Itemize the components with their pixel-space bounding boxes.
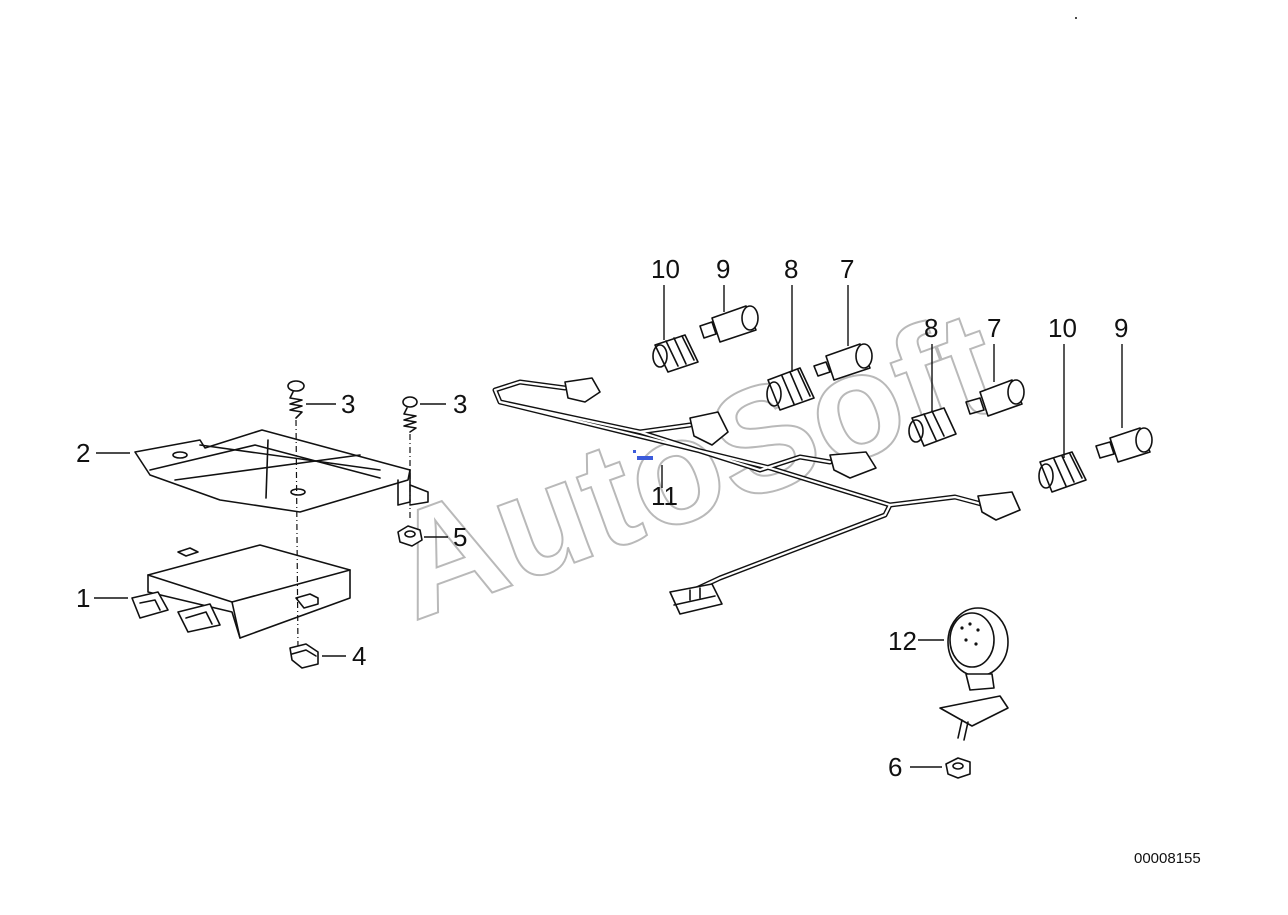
part-3-screw-right bbox=[402, 396, 418, 520]
callout-7-b: 7 bbox=[987, 313, 1001, 343]
part-8-spring-b bbox=[908, 407, 957, 447]
callout-8-a: 8 bbox=[784, 254, 798, 284]
callout-1: 1 bbox=[76, 583, 90, 613]
callout-3-right: 3 bbox=[453, 389, 467, 419]
callout-9-b: 9 bbox=[1114, 313, 1128, 343]
part-7-sensor-a bbox=[813, 343, 873, 381]
document-number: 00008155 bbox=[1134, 850, 1201, 867]
part-9-sensor-a bbox=[699, 305, 759, 343]
part-3-screw-left bbox=[287, 380, 305, 651]
part-10-spring-a bbox=[652, 334, 699, 373]
leader-lines bbox=[94, 285, 1123, 768]
callout-3-left: 3 bbox=[341, 389, 355, 419]
part-6-nut bbox=[945, 757, 971, 779]
part-7-sensor-b bbox=[965, 379, 1025, 417]
callout-6: 6 bbox=[888, 752, 902, 782]
callout-7-a: 7 bbox=[840, 254, 854, 284]
part-1-control-unit bbox=[131, 544, 351, 639]
part-9-sensor-b bbox=[1095, 427, 1153, 463]
callout-2: 2 bbox=[76, 438, 90, 468]
callout-4: 4 bbox=[352, 641, 366, 671]
callout-11: 11 bbox=[651, 481, 678, 511]
part-2-bracket bbox=[134, 429, 429, 513]
callout-9-a: 9 bbox=[716, 254, 730, 284]
part-10-spring-b bbox=[1038, 451, 1087, 493]
part-12-buzzer bbox=[939, 607, 1009, 741]
speck bbox=[1075, 17, 1077, 19]
part-11-wiring-harness bbox=[492, 377, 1021, 615]
callout-8-b: 8 bbox=[924, 313, 938, 343]
callout-5: 5 bbox=[453, 522, 467, 552]
callout-12: 12 bbox=[888, 626, 917, 656]
marker-dot bbox=[633, 450, 636, 453]
part-8-spring-a bbox=[766, 367, 815, 411]
callout-10-b: 10 bbox=[1048, 313, 1077, 343]
part-5-nut bbox=[397, 525, 423, 547]
callout-10-a: 10 bbox=[651, 254, 680, 284]
callouts: 2 1 3 3 4 5 6 12 11 10 9 8 7 8 7 10 9 bbox=[76, 254, 1128, 782]
marker bbox=[637, 456, 653, 460]
part-4-clip bbox=[289, 643, 319, 669]
